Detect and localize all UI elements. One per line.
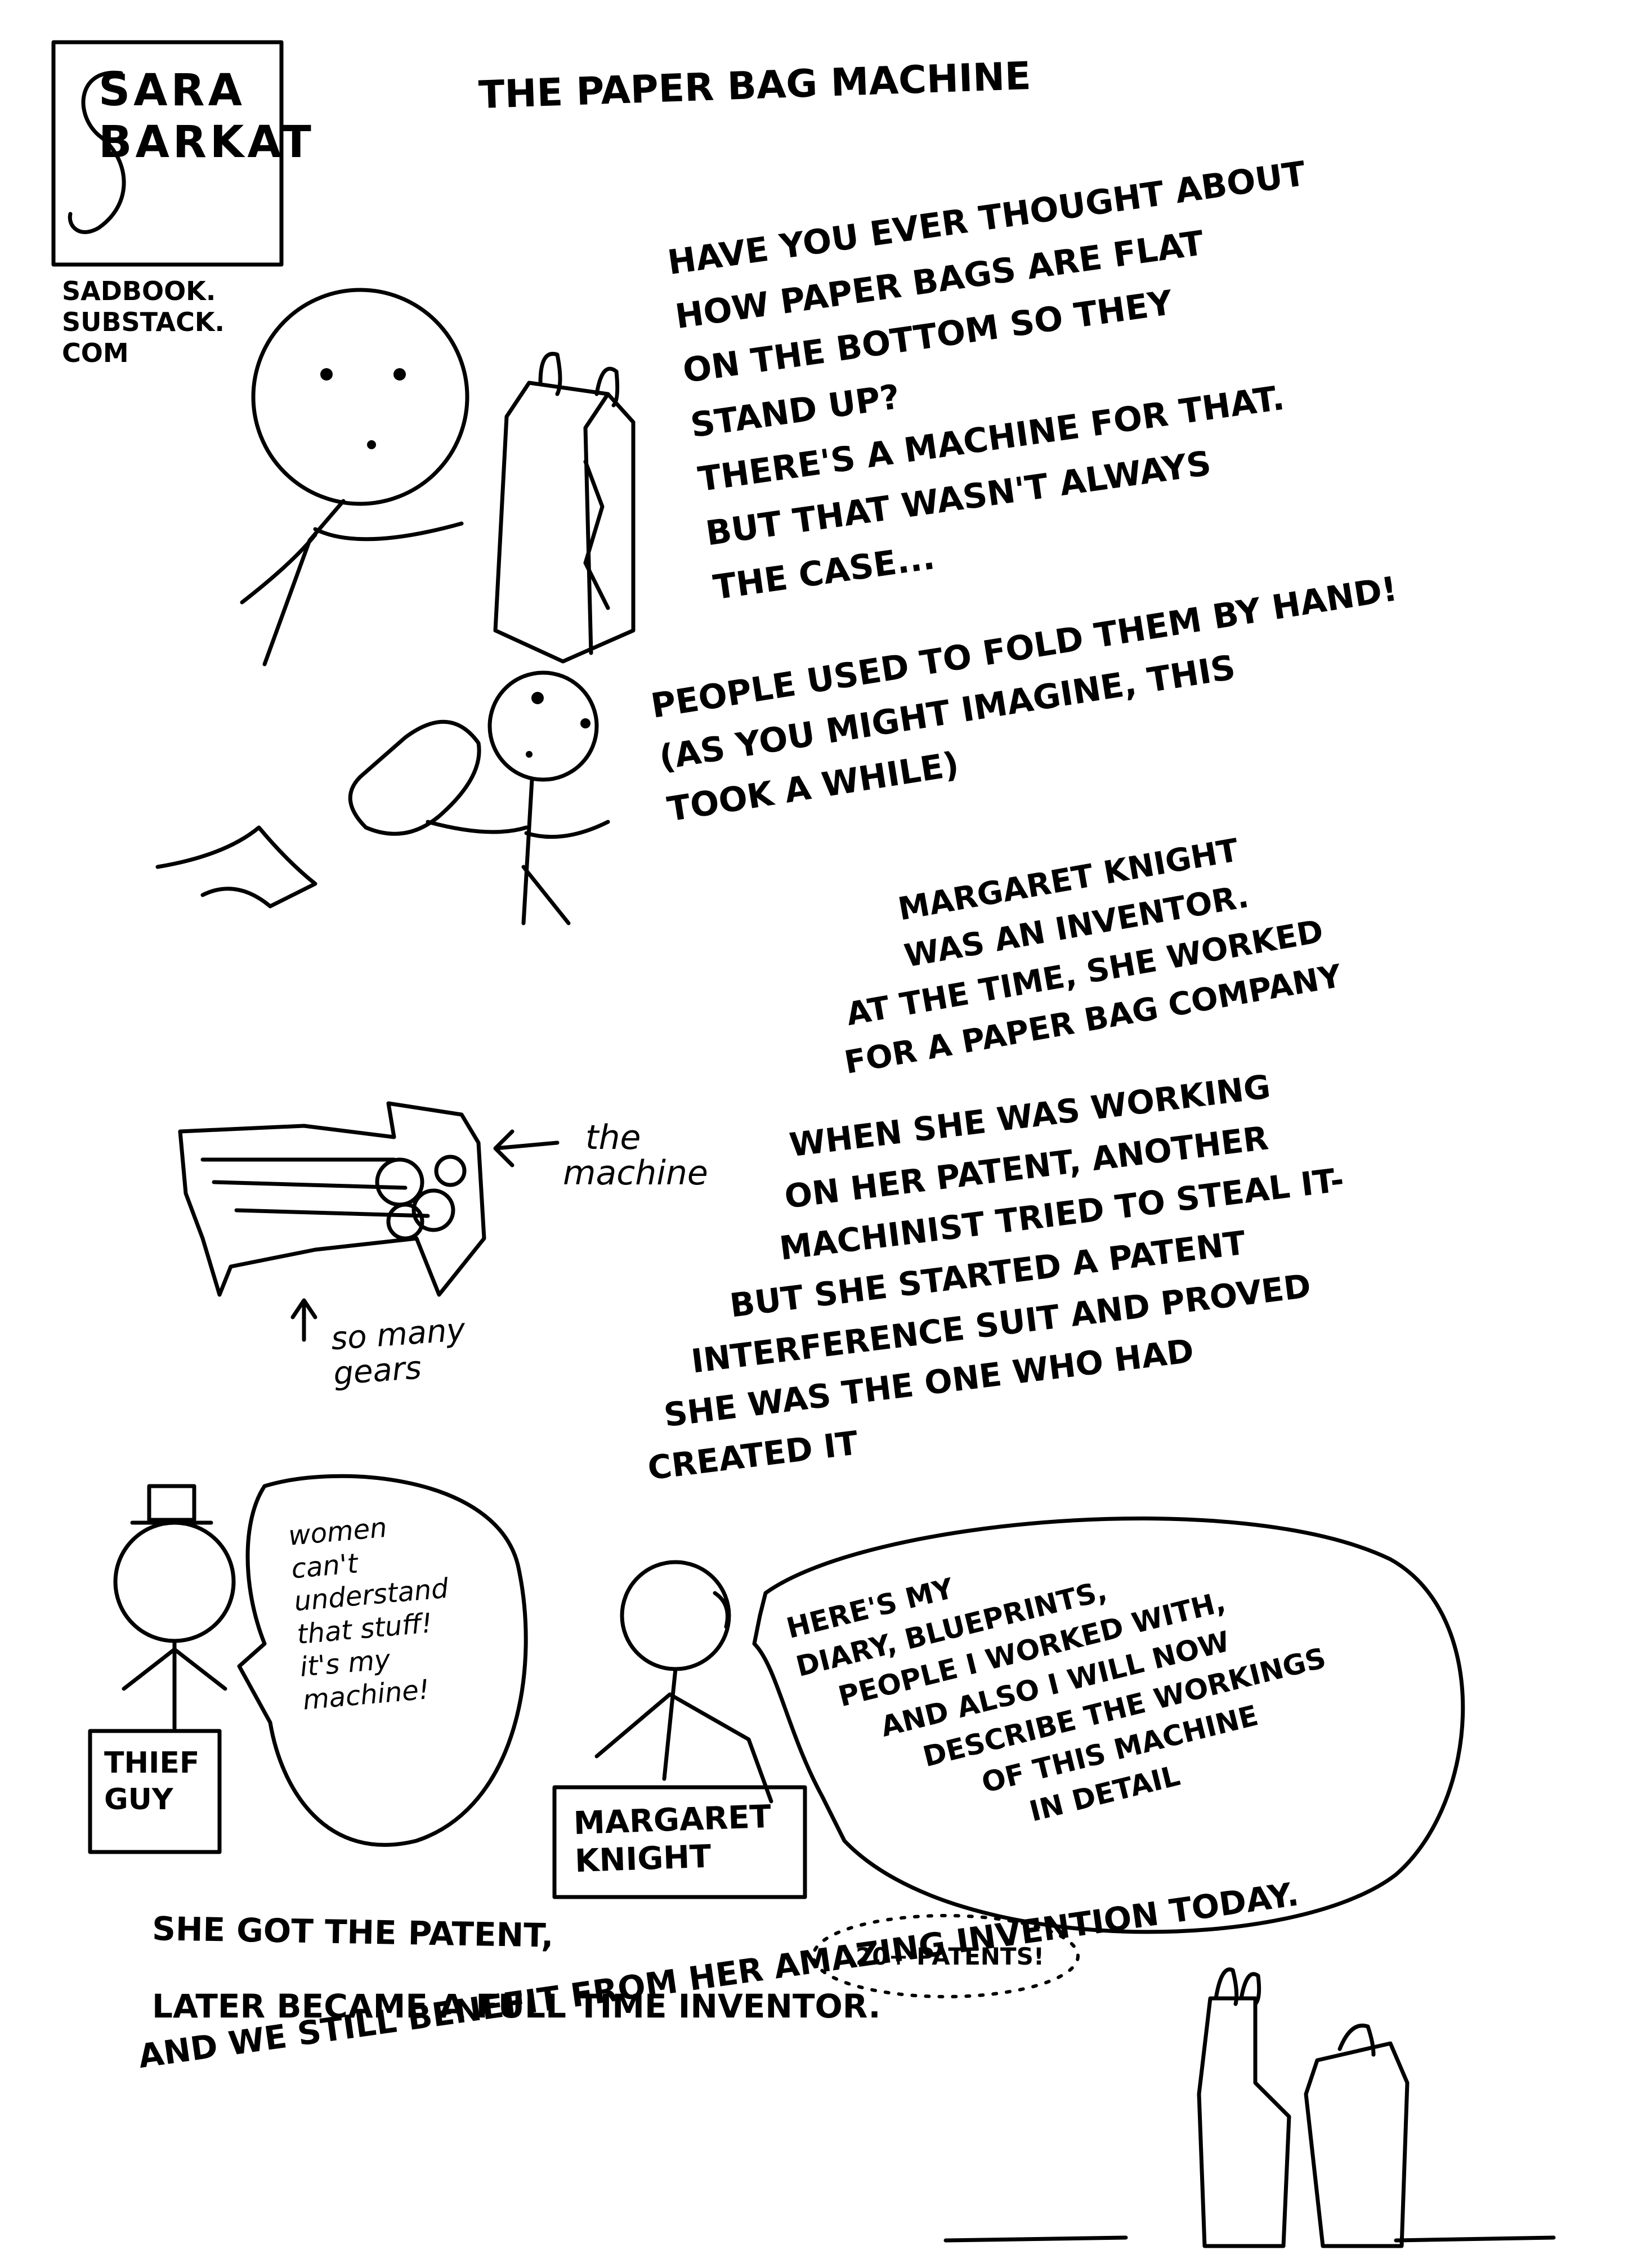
byline: SADBOOK. SUBSTACK. COM bbox=[62, 276, 225, 369]
byline-line: SADBOOK. bbox=[62, 276, 216, 306]
gears-label: so many gears bbox=[330, 1312, 469, 1392]
text-line: MARGARET bbox=[572, 1798, 772, 1842]
thief-figure bbox=[88, 1484, 236, 1854]
text-line: THIEF bbox=[104, 1746, 200, 1780]
thief-label: THIEF GUY bbox=[104, 1745, 199, 1818]
patents-dotted-circle bbox=[812, 1914, 1080, 1998]
machine-drawing bbox=[178, 1101, 560, 1342]
paper-bag-drawing bbox=[493, 352, 636, 664]
logo: SARA BARKAT bbox=[99, 65, 315, 168]
stick-figure-folding bbox=[155, 670, 610, 925]
thief-speech-bubble bbox=[237, 1474, 528, 1847]
byline-line: COM bbox=[62, 338, 129, 369]
ending-text: SHE GOT THE PATENT, LATER BECAME A FULL … bbox=[136, 1875, 1307, 2083]
margaret-speech-bubble bbox=[752, 1517, 1465, 1934]
text-line: the bbox=[585, 1118, 641, 1157]
logo-letters: SARA BARKAT bbox=[99, 65, 315, 168]
margaret-figure bbox=[552, 1560, 807, 1899]
text-line: KNIGHT bbox=[574, 1838, 712, 1880]
final-bags-drawing bbox=[943, 1967, 1556, 2248]
patents-note: 20+ PATENTS! bbox=[856, 1943, 1044, 1970]
stick-figure-thinking bbox=[240, 288, 469, 666]
logo-box bbox=[51, 40, 284, 267]
byline-line: SUBSTACK. bbox=[62, 307, 225, 338]
text-line: machine bbox=[563, 1153, 708, 1193]
margaret-label: MARGARET KNIGHT bbox=[573, 1798, 773, 1881]
text-line: LATER BECAME A FULL TIME INVENTOR. bbox=[152, 1987, 881, 2025]
thief-speech: women can't understand that stuff! it's … bbox=[287, 1506, 458, 1717]
text-line: GUY bbox=[104, 1783, 173, 1817]
machine-label: the machine bbox=[563, 1120, 708, 1191]
